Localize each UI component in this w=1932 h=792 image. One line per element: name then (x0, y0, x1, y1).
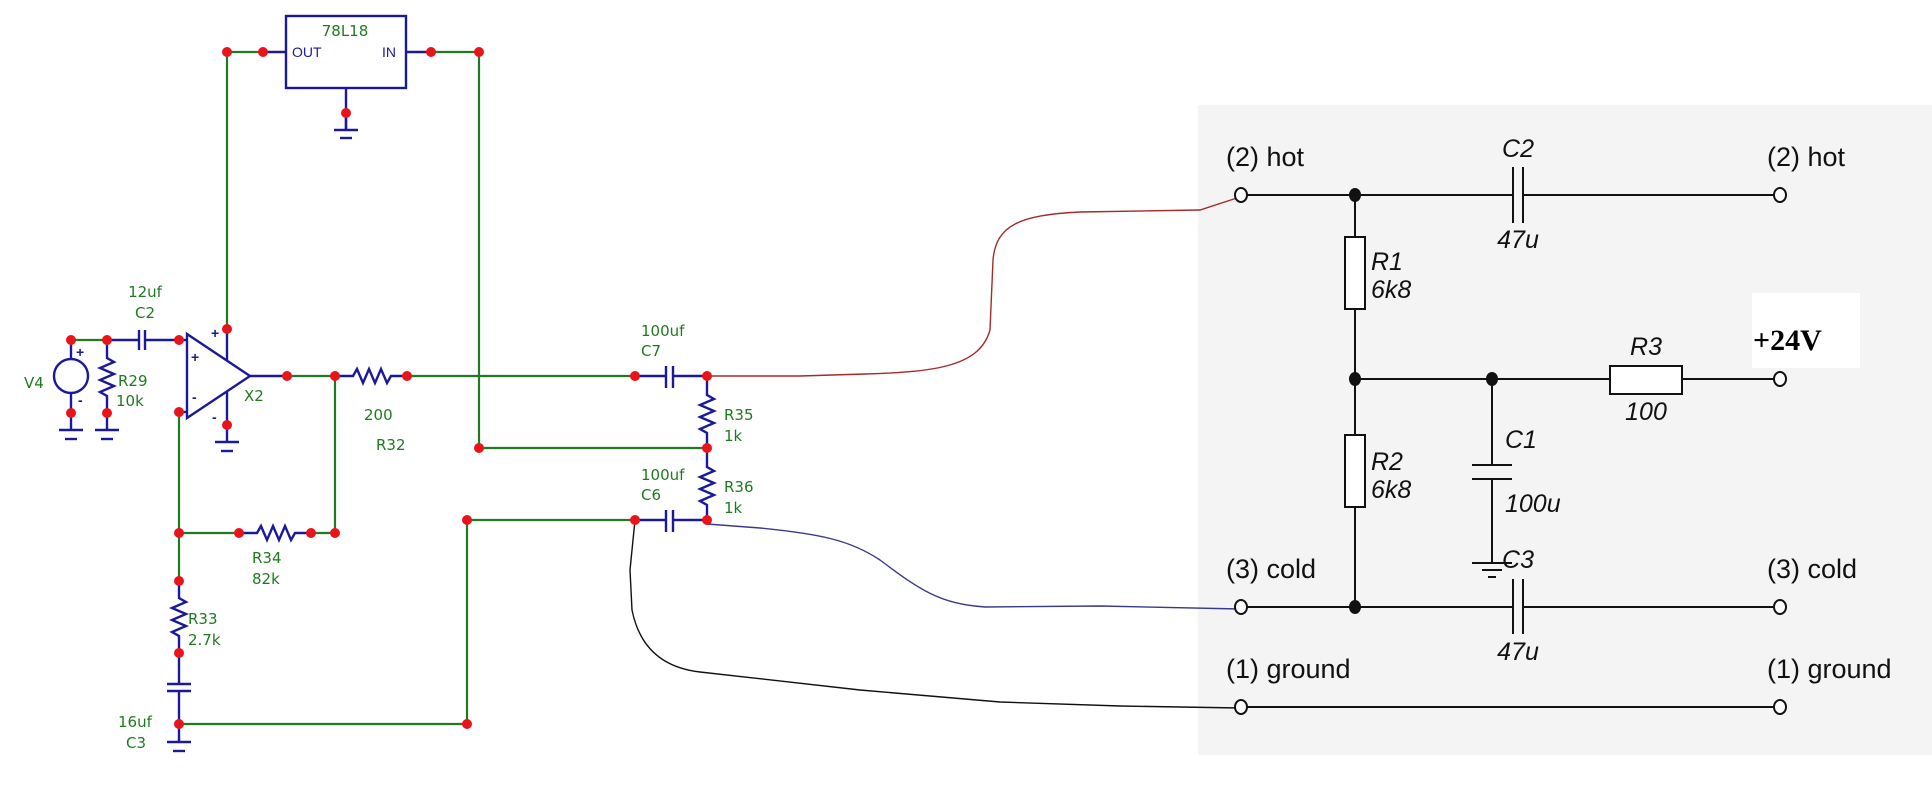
r3-ref-label: R3 (1630, 333, 1662, 361)
capacitor-c7[interactable]: 100uf C7 (635, 322, 707, 388)
green-wires (71, 50, 707, 726)
c7-ref-label: C7 (641, 342, 661, 360)
resistor-r34[interactable]: R34 82k (239, 522, 311, 588)
opamp-inverting-sign: - (192, 389, 197, 405)
opamp-x2[interactable]: + - + - X2 (179, 325, 287, 425)
r32-ref-label: R32 (376, 436, 406, 454)
r1-ref-label: R1 (1371, 248, 1403, 276)
terminal-hot-in[interactable] (1234, 187, 1248, 203)
hot-left-label: (2) hot (1226, 142, 1305, 172)
terminal-supply[interactable] (1773, 371, 1787, 387)
r1-value-label: 6k8 (1371, 276, 1411, 304)
opamp-vplus-sign: + (211, 325, 219, 341)
r34-ref-label: R34 (252, 549, 282, 567)
regulator-in-pin-label: IN (382, 44, 396, 60)
c3-cold-value-label: 47u (1497, 638, 1539, 666)
c3-ref-label: C3 (126, 734, 146, 752)
capacitor-c1[interactable]: C1 100u (1472, 426, 1561, 518)
opamp-noninverting-sign: + (191, 349, 199, 365)
regulator-part-label: 78L18 (322, 22, 369, 40)
c3-value-label: 16uf (118, 713, 153, 731)
junction-dots (1349, 188, 1498, 614)
resistor-r36[interactable]: R36 1k (696, 448, 754, 520)
r34-value-label: 82k (252, 570, 280, 588)
capacitor-c2-hot[interactable]: C2 47u (1497, 135, 1539, 254)
hot-right-label: (2) hot (1767, 142, 1846, 172)
v4-ref-label: V4 (24, 374, 44, 392)
terminal-hot-out[interactable] (1773, 187, 1787, 203)
c2-hot-ref-label: C2 (1502, 135, 1534, 163)
regulator-out-pin-label: OUT (292, 44, 322, 60)
r33-ref-label: R33 (188, 610, 218, 628)
resistor-r1[interactable]: R1 6k8 (1344, 236, 1411, 310)
c6-value-label: 100uf (641, 466, 685, 484)
r36-ref-label: R36 (724, 478, 754, 496)
r35-ref-label: R35 (724, 406, 754, 424)
c3-cold-ref-label: C3 (1502, 546, 1534, 574)
ground-connection-wire[interactable] (629, 519, 1241, 709)
c1-value-label: 100u (1505, 490, 1561, 518)
ground-symbol-icon (95, 428, 119, 441)
capacitor-c3-feedback[interactable]: 16uf C3 (118, 653, 191, 752)
capacitor-c3-cold[interactable]: C3 47u (1497, 546, 1539, 666)
resistor-r2[interactable]: R2 6k8 (1344, 434, 1411, 508)
phantom-power-panel (1198, 105, 1932, 755)
r2-value-label: 6k8 (1371, 476, 1411, 504)
ground-right-label: (1) ground (1767, 654, 1892, 684)
terminal-ground-in[interactable] (1234, 699, 1248, 715)
c2-value-label: 12uf (128, 283, 163, 301)
terminals (1234, 187, 1787, 715)
voltage-source-v4[interactable]: + - V4 (24, 340, 90, 430)
r35-value-label: 1k (724, 427, 743, 445)
capacitor-c2-input[interactable]: 12uf C2 (107, 283, 179, 350)
terminal-cold-in[interactable] (1234, 599, 1248, 615)
c2-hot-value-label: 47u (1497, 226, 1539, 254)
node-dots (66, 47, 712, 729)
c6-ref-label: C6 (641, 486, 661, 504)
resistor-r3[interactable]: R3 100 (1609, 333, 1683, 426)
right-wires (1246, 194, 1775, 708)
c7-value-label: 100uf (641, 322, 685, 340)
ground-symbol-icon (1472, 562, 1512, 578)
r32-value-label: 200 (364, 406, 393, 424)
regulator-78l18[interactable]: 78L18 OUT IN (263, 14, 431, 130)
opamp-vminus-sign: - (212, 409, 217, 425)
cold-left-label: (3) cold (1226, 554, 1316, 584)
capacitor-c6[interactable]: 100uf C6 (635, 466, 707, 532)
r33-value-label: 2.7k (188, 631, 221, 649)
terminal-cold-out[interactable] (1773, 599, 1787, 615)
r2-ref-label: R2 (1371, 448, 1403, 476)
terminal-ground-out[interactable] (1773, 699, 1787, 715)
resistor-r33[interactable]: R33 2.7k (168, 581, 221, 653)
supply-label-bg (1752, 293, 1860, 368)
resistor-r29[interactable]: R29 10k (96, 340, 148, 430)
r36-value-label: 1k (724, 499, 743, 517)
opamp-ref-label: X2 (244, 387, 264, 405)
v4-plus-sign: + (76, 344, 84, 360)
c2-ref-label: C2 (135, 304, 155, 322)
resistor-r32[interactable]: 200 R32 (335, 365, 407, 454)
r3-value-label: 100 (1625, 398, 1667, 426)
ground-symbol-icon (59, 428, 83, 441)
r29-value-label: 10k (116, 392, 144, 410)
ground-left-label: (1) ground (1226, 654, 1351, 684)
cold-connection-wire[interactable] (706, 523, 1241, 610)
supply-voltage-label: +24V (1753, 324, 1822, 357)
resistor-r35[interactable]: R35 1k (696, 376, 754, 448)
cold-right-label: (3) cold (1767, 554, 1857, 584)
hot-connection-wire[interactable] (707, 196, 1241, 377)
ground-symbol-icon (167, 740, 191, 753)
v4-minus-sign: - (78, 392, 83, 408)
c1-ref-label: C1 (1505, 426, 1537, 454)
r29-ref-label: R29 (118, 372, 148, 390)
